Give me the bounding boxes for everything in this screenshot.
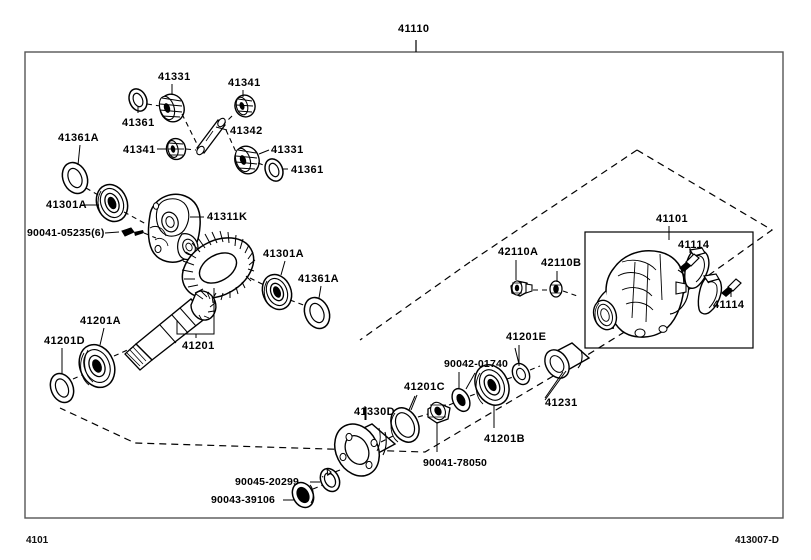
callout-41201C: 41201C	[404, 381, 445, 393]
part-90045-20299-snap-ring	[319, 467, 341, 493]
callout-41201A: 41201A	[80, 315, 121, 327]
footer-left-code: 4101	[26, 535, 49, 546]
part-ring-gear	[181, 230, 256, 334]
part-90041-05235-bolt	[121, 227, 144, 237]
callout-41330D: 41330D	[354, 406, 395, 418]
part-41101-carrier-housing	[592, 250, 690, 338]
callout-41361A-left: 41361A	[58, 132, 99, 144]
part-41331-side-gear-lower-right	[234, 145, 260, 175]
part-41114-bolt-upper	[679, 253, 700, 272]
part-42110B-washer	[549, 280, 563, 298]
assembly-dashed-path	[59, 149, 774, 453]
part-41114-bracket-lower	[697, 273, 723, 315]
callout-41201D: 41201D	[44, 335, 85, 347]
group-label-41110: 41110	[398, 23, 430, 35]
part-41361A-shim-right	[303, 296, 331, 330]
footer-right-code: 413007-D	[735, 535, 779, 546]
part-42110A-breather	[510, 280, 533, 297]
part-connector-lines	[72, 103, 581, 490]
callout-41361A-right: 41361A	[298, 273, 339, 285]
callout-41361-lower-right: 41361	[291, 164, 324, 176]
part-41361-washer-lower-right	[264, 158, 284, 182]
part-41331-side-gear-upper-left	[158, 93, 185, 123]
callout-41341-upper: 41341	[228, 77, 261, 89]
part-41341-pinion-gear-upper	[234, 94, 256, 118]
callout-90045-20299: 90045-20299	[235, 476, 300, 488]
callout-90041-78050: 90041-78050	[423, 457, 488, 469]
callout-42110A: 42110A	[498, 246, 539, 258]
callout-41342: 41342	[230, 125, 263, 137]
callout-41201B: 41201B	[484, 433, 525, 445]
callout-90042-01740: 90042-01740	[444, 358, 509, 370]
callout-41331-upper-left: 41331	[158, 71, 191, 83]
callout-41331-lower-right: 41331	[271, 144, 304, 156]
callout-41114-upper: 41114	[678, 239, 710, 251]
part-41201-drive-pinion	[124, 290, 217, 371]
callout-41114-lower: 41114	[713, 299, 745, 311]
callout-41101: 41101	[656, 213, 688, 225]
part-41361A-shim-left	[61, 161, 89, 195]
part-41201A-bearing	[78, 343, 116, 389]
callout-41301A-right: 41301A	[263, 248, 304, 260]
part-41330D-companion-flange	[333, 406, 397, 477]
part-41201E-shim	[511, 347, 531, 386]
part-90041-78050-nut	[427, 401, 451, 452]
callout-90043-39106: 90043-39106	[211, 494, 276, 506]
part-41301A-bearing-left	[95, 183, 129, 223]
sheet-frame	[24, 40, 784, 519]
part-41201B-bearing	[474, 364, 510, 428]
part-41341-pinion-gear-lower	[165, 137, 187, 161]
part-41361-washer-upper-left	[128, 88, 148, 112]
callout-41301A-left: 41301A	[46, 199, 87, 211]
callout-90041-05235: 90041-05235(6)	[27, 227, 105, 239]
part-90043-39106-plug	[291, 481, 315, 509]
part-41201C-oil-seal	[390, 395, 420, 443]
callout-41361-upper-left: 41361	[122, 117, 155, 129]
part-90042-01740-washer	[451, 372, 476, 413]
callout-41201: 41201	[182, 340, 215, 352]
callout-leader-lines	[61, 84, 732, 501]
part-41301A-bearing-right	[261, 273, 293, 311]
part-41201D-oil-seal	[49, 372, 75, 404]
callout-41231: 41231	[545, 397, 578, 409]
callout-41311K: 41311K	[207, 211, 248, 223]
callout-42110B: 42110B	[541, 257, 582, 269]
callout-41341-lower: 41341	[123, 144, 156, 156]
part-41342-pinion-shaft	[196, 117, 226, 156]
callout-41201E: 41201E	[506, 331, 547, 343]
part-41311K-differential-case	[147, 193, 201, 263]
part-41231-bearing-spacer	[544, 342, 591, 401]
